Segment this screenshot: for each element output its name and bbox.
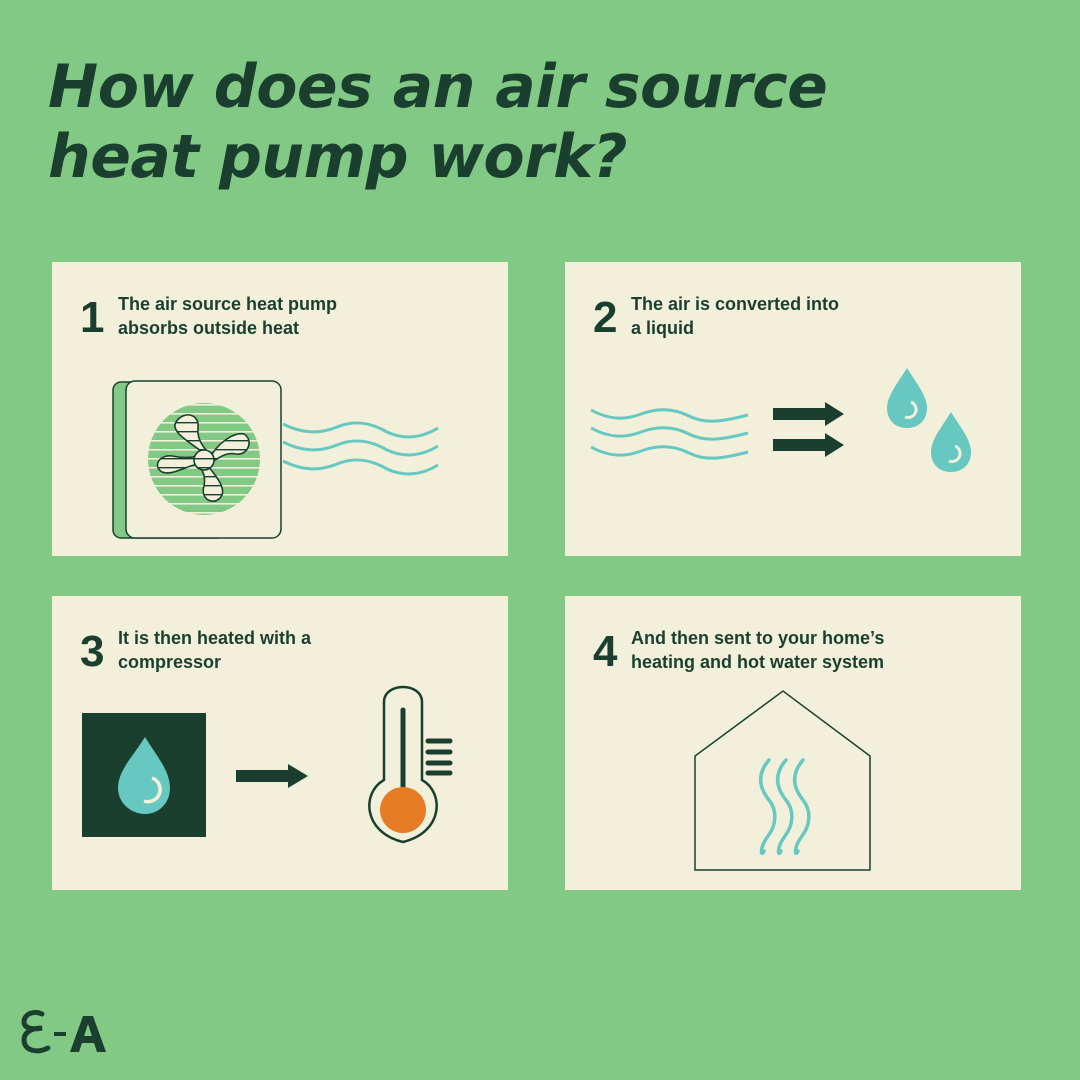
air-to-liquid-illustration — [590, 368, 971, 472]
heat-pump-unit-icon — [112, 380, 282, 539]
water-drop-tile-icon — [82, 713, 206, 837]
step-card-1: 1 The air source heat pump absorbs outsi… — [52, 262, 508, 556]
heat-waves-icon — [758, 758, 811, 856]
compressor-illustration — [82, 685, 453, 844]
step-description: It is then heated with a compressor — [118, 628, 312, 672]
title-line-1: How does an air source — [48, 52, 828, 122]
page-title: How does an air source heat pump work? — [48, 52, 828, 192]
step-description: The air is converted into a liquid — [631, 294, 840, 338]
home-heating-illustration — [694, 690, 871, 871]
air-waves-icon — [590, 408, 749, 460]
step-card-3: 3 It is then heated with a compressor — [52, 596, 508, 890]
brand-logo — [21, 1009, 106, 1054]
step-card-4: 4 And then sent to your home’s heating a… — [565, 596, 1021, 890]
step-description: And then sent to your home’s heating and… — [631, 628, 885, 672]
step-number: 2 — [593, 293, 618, 342]
step-card-2: 2 The air is converted into a liquid — [565, 262, 1021, 556]
house-icon — [694, 690, 871, 871]
thermometer-icon — [368, 685, 453, 844]
heat-pump-illustration — [112, 380, 439, 539]
arrow-right-icon — [236, 764, 308, 788]
step-number: 1 — [80, 293, 105, 342]
title-line-2: heat pump work? — [48, 122, 627, 192]
step-number: 4 — [593, 627, 618, 676]
air-waves-icon — [282, 421, 439, 476]
step-number: 3 — [80, 627, 105, 676]
arrow-right-icon — [773, 402, 844, 457]
water-drop-icon — [887, 368, 971, 472]
step-description: The air source heat pump absorbs outside… — [118, 294, 338, 338]
